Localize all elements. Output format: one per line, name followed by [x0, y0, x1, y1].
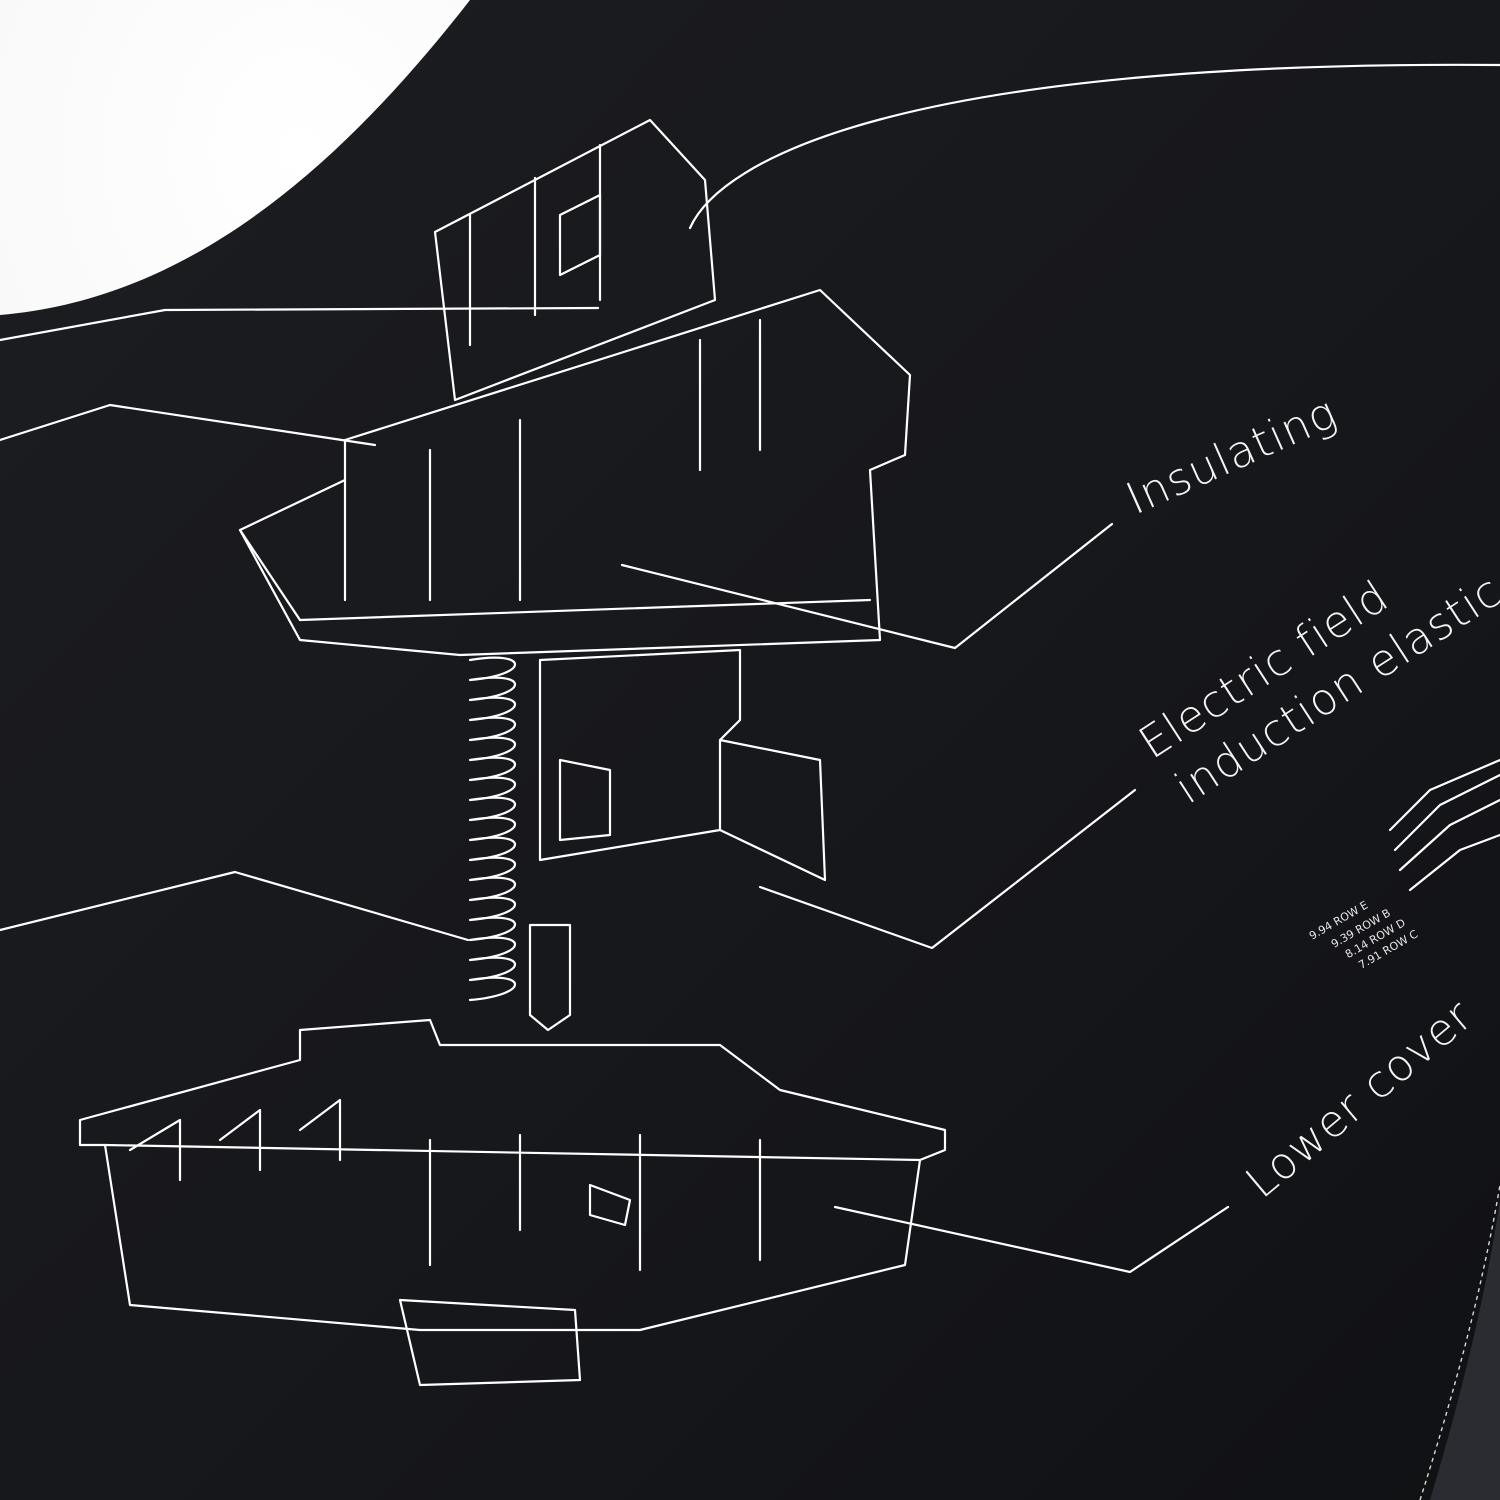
- mat-rolled-edge: [1430, 1200, 1500, 1500]
- row-profile-diagram: [1388, 758, 1500, 892]
- switch-diagram: [78, 118, 947, 1387]
- leader-lines: [0, 63, 1500, 1274]
- mat-stitching: [1419, 1184, 1500, 1500]
